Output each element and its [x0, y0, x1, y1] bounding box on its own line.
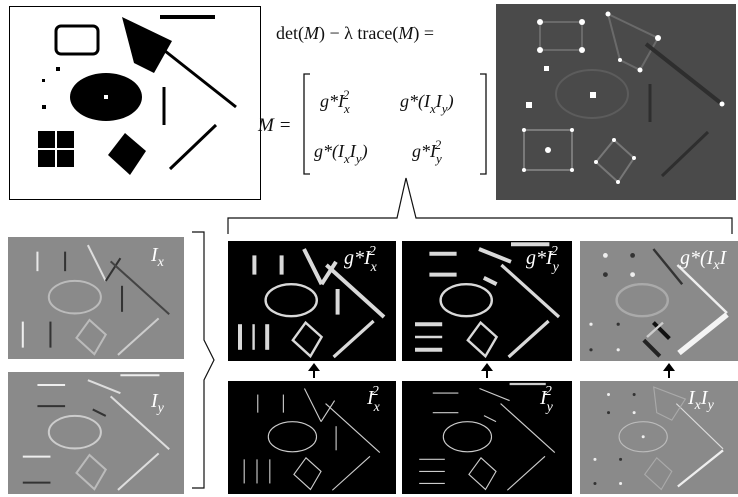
- g-ixiy-label: g*(IxI: [680, 247, 727, 273]
- iy-label: Iy: [151, 390, 164, 416]
- a21-mid: I: [349, 141, 356, 161]
- ixiy-label-sub1: x: [694, 398, 701, 413]
- a22-base: g*I: [412, 141, 436, 161]
- arrow-up-icon: [308, 363, 320, 378]
- arrow-up-icon: [481, 363, 493, 378]
- iy2-label-sup: 2: [544, 384, 552, 399]
- iy2-label-sub: y: [546, 400, 553, 415]
- g-ix2-label: g*Ix2: [344, 245, 384, 275]
- a22-sup: 2: [434, 137, 442, 152]
- ix2-panel: [228, 381, 396, 494]
- iy-label-base: I: [151, 390, 158, 412]
- a21-sub2: y: [355, 151, 362, 166]
- a12-base: g*(I: [400, 91, 430, 111]
- ixiy-panel: [580, 381, 738, 494]
- a11-base: g*I: [320, 91, 344, 111]
- harris-response-panel: [496, 4, 736, 200]
- eq-prefix: det(: [276, 23, 304, 43]
- ix2-label-sup: 2: [371, 384, 379, 399]
- matrix-connector-bracket: [227, 177, 733, 234]
- g-ix2-label-sub: x: [370, 260, 377, 275]
- g-iy2-label: g*Iy2: [526, 245, 566, 275]
- a11-sup: 2: [342, 87, 350, 102]
- a12-sub2: y: [441, 101, 448, 116]
- ixiy-label-mid: I: [700, 387, 708, 409]
- ixiy-label: IxIy: [688, 387, 714, 413]
- g-ix2-label-sup: 2: [368, 244, 376, 259]
- g-iy2-panel: [402, 241, 572, 361]
- eq-m1: M: [303, 23, 319, 43]
- eq-suffix: ) =: [413, 23, 434, 43]
- g-ix2-label-base: g*I: [344, 247, 371, 269]
- iy2-label-base: I: [540, 387, 547, 409]
- ix-label-sub: x: [157, 255, 164, 270]
- a21-sub1: x: [344, 151, 350, 166]
- ix-label-base: I: [151, 244, 158, 266]
- ix-label: Ix: [151, 244, 164, 270]
- eq-m2: M: [398, 23, 414, 43]
- harris-response-equation: det(M) − λ trace(M) =: [276, 24, 434, 42]
- matrix-a11: g*Ix2: [320, 88, 356, 115]
- ixiy-label-sub2: y: [707, 398, 714, 413]
- matrix-a21: g*(IxIy): [314, 141, 368, 165]
- iy-label-sub: y: [157, 401, 164, 416]
- ix-panel: [8, 237, 184, 359]
- g-ixiy-label-base: g*(I: [680, 247, 714, 269]
- a12-mid: I: [435, 91, 442, 111]
- iy2-panel: [402, 381, 572, 494]
- g-iy2-label-base: g*I: [526, 247, 553, 269]
- a11-sub: x: [344, 101, 350, 116]
- g-iy2-label-sub: y: [552, 260, 559, 275]
- matrix-a12: g*(IxIy): [400, 91, 454, 115]
- a12-end: ): [447, 91, 454, 111]
- gradient-group-brace: [192, 231, 215, 489]
- g-ixiy-panel: [580, 241, 738, 361]
- g-iy2-label-sup: 2: [550, 244, 558, 259]
- a22-sub: y: [436, 151, 442, 166]
- ix2-label-base: I: [367, 387, 374, 409]
- ixiy-label-base: I: [688, 387, 695, 409]
- matrix-a22: g*Iy2: [412, 138, 448, 165]
- g-ixiy-label-mid: I: [719, 247, 727, 269]
- a12-sub1: x: [430, 101, 436, 116]
- matrix-lhs: M =: [258, 115, 292, 136]
- eq-mid: ) − λ trace(: [318, 23, 399, 43]
- original-image-panel: [9, 6, 261, 200]
- iy-panel: [8, 372, 184, 494]
- a21-end: ): [361, 141, 368, 161]
- g-ix2-panel: [228, 241, 396, 361]
- g-ixiy-label-sub1: x: [713, 258, 720, 273]
- matrix-brackets: [303, 73, 487, 175]
- ix2-label-sub: x: [373, 400, 380, 415]
- ix2-label: Ix2: [367, 385, 387, 415]
- iy2-label: Iy2: [540, 385, 560, 415]
- a21-base: g*(I: [314, 141, 344, 161]
- arrow-up-icon: [663, 363, 675, 378]
